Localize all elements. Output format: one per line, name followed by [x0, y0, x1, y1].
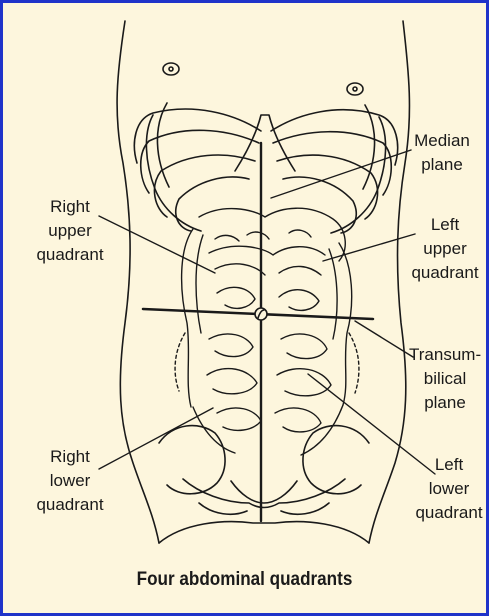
leader-transumbilical-plane	[355, 321, 413, 357]
label-left-lower-quadrant: Left lower quadrant	[413, 453, 485, 525]
rib-cage-left	[134, 103, 261, 231]
label-line: lower	[35, 469, 105, 493]
label-left-upper-quadrant: Left upper quadrant	[409, 213, 481, 285]
label-line: Left	[409, 213, 481, 237]
torso-outline	[117, 21, 159, 543]
label-line: quadrant	[413, 501, 485, 525]
leader-right-upper-quadrant	[99, 216, 215, 273]
label-line: Right	[35, 445, 105, 469]
label-line: Transum-	[409, 343, 481, 367]
label-line: plane	[409, 153, 475, 177]
label-line: Median	[409, 129, 475, 153]
label-line: Right	[35, 195, 105, 219]
label-line: bilical	[409, 367, 481, 391]
pelvis	[159, 426, 369, 515]
leader-right-lower-quadrant	[99, 408, 213, 469]
label-line: quadrant	[35, 243, 105, 267]
label-line: Left	[413, 453, 485, 477]
torso-outline	[159, 522, 369, 543]
label-line: quadrant	[409, 261, 481, 285]
label-line: lower	[413, 477, 485, 501]
label-line: quadrant	[35, 493, 105, 517]
label-right-lower-quadrant: Right lower quadrant	[35, 445, 105, 517]
label-line: upper	[35, 219, 105, 243]
label-right-upper-quadrant: Right upper quadrant	[35, 195, 105, 267]
label-transumbilical-plane: Transum- bilical plane	[409, 343, 481, 415]
label-median-plane: Median plane	[409, 129, 475, 177]
rib-cage-right	[271, 105, 398, 233]
nipple-left	[163, 63, 179, 75]
label-line: plane	[409, 391, 481, 415]
umbilicus	[255, 308, 267, 320]
nipple-right	[347, 83, 363, 95]
intestines	[175, 208, 359, 455]
figure-caption: Four abdominal quadrants	[27, 569, 462, 591]
leader-left-upper-quadrant	[323, 234, 415, 261]
torso-outline	[369, 21, 409, 543]
label-line: upper	[409, 237, 481, 261]
